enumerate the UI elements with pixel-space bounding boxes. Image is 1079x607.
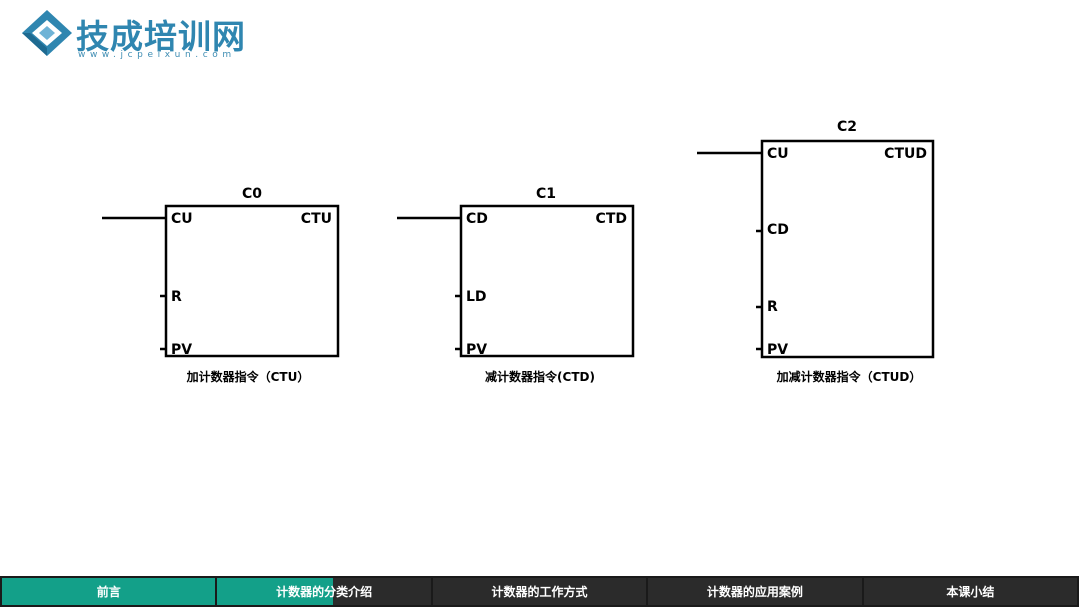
nav-tab-classification[interactable]: 计数器的分类介绍	[217, 578, 431, 605]
chapter-nav-bar: 前言 计数器的分类介绍 计数器的工作方式 计数器的应用案例 本课小结	[0, 576, 1079, 607]
pin-label: LD	[466, 289, 487, 305]
block-id: C2	[837, 119, 857, 135]
block-frame	[459, 204, 635, 358]
pin-label: CU	[171, 211, 193, 227]
block-frame	[760, 139, 935, 359]
pin-label: R	[171, 289, 182, 305]
block-frame	[164, 204, 340, 358]
block-id: C1	[536, 186, 556, 202]
pin-label: CD	[767, 222, 789, 238]
nav-tab-summary[interactable]: 本课小结	[863, 578, 1078, 605]
pin-label: PV	[767, 342, 788, 358]
pin-label: PV	[466, 342, 487, 358]
block-caption: 减计数器指令(CTD)	[485, 369, 595, 384]
pin-label: PV	[171, 342, 192, 358]
block-caption: 加减计数器指令（CTUD）	[776, 369, 922, 384]
diamond-logo-icon	[22, 10, 72, 56]
nav-tab-label: 前言	[96, 585, 121, 599]
nav-tab-label: 计数器的工作方式	[491, 585, 588, 599]
block-type: CTD	[596, 211, 627, 227]
counter-block-c1: C1 CD LD PV CTD 减计数器指令(CTD)	[397, 186, 635, 384]
counter-block-c2: C2 CU CD R PV CTUD 加减计数器指令（CTUD）	[697, 119, 935, 384]
nav-tab-working-mode[interactable]: 计数器的工作方式	[432, 578, 647, 605]
logo-url: www.jcpeixun.com	[78, 50, 236, 60]
pin-label: CD	[466, 211, 488, 227]
block-id: C0	[242, 186, 262, 202]
nav-tab-application-cases[interactable]: 计数器的应用案例	[648, 578, 862, 605]
tab-progress-fill	[2, 578, 216, 605]
nav-tab-intro[interactable]: 前言	[2, 578, 216, 605]
counter-diagram: C0 CU R PV CTU 加计数器指令（CTU） C1 CD LD PV C…	[102, 119, 935, 384]
tab-progress-fill	[217, 578, 333, 605]
nav-tab-label: 本课小结	[946, 585, 995, 599]
block-type: CTU	[301, 211, 332, 227]
block-type: CTUD	[884, 146, 927, 162]
block-caption: 加计数器指令（CTU）	[186, 369, 310, 384]
logo-name: 技成培训网	[76, 17, 246, 56]
nav-tab-label: 计数器的分类介绍	[276, 585, 373, 599]
counter-block-c0: C0 CU R PV CTU 加计数器指令（CTU）	[102, 186, 340, 384]
pin-label: CU	[767, 146, 789, 162]
pin-label: R	[767, 299, 778, 315]
logo: 技成培训网 www.jcpeixun.com	[20, 8, 260, 64]
nav-tab-label: 计数器的应用案例	[706, 585, 803, 599]
